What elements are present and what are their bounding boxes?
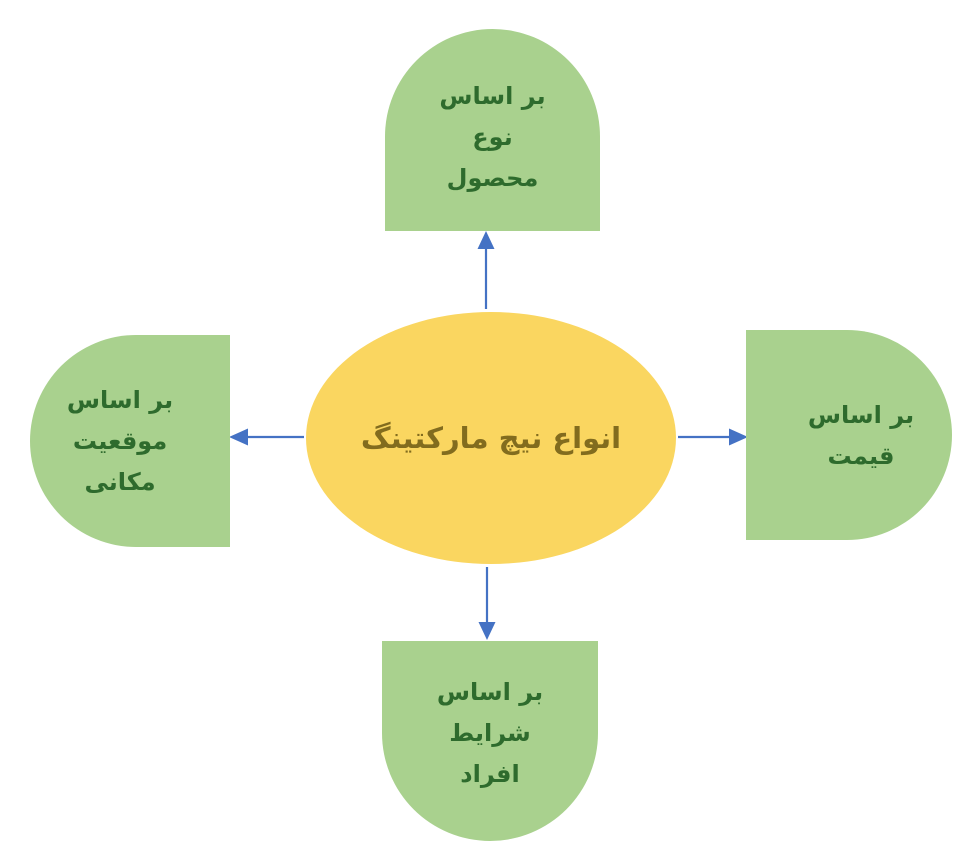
node-line: بر اساس <box>807 400 915 429</box>
node-line: موقعیت <box>72 427 168 455</box>
center-node: انواع نیچ مارکتینگ <box>306 312 676 564</box>
node-people-conditions: بر اساس شرایط افراد <box>382 641 598 841</box>
node-location: بر اساس موقعیت مکانی <box>30 335 230 547</box>
node-line: مکانی <box>84 468 156 496</box>
arrow-up-icon <box>477 231 495 309</box>
arrow-right-icon <box>678 428 748 446</box>
node-product-type-label: بر اساس نوع محصول <box>439 82 545 192</box>
node-product-type: بر اساس نوع محصول <box>385 29 600 231</box>
node-line: بر اساس <box>436 678 544 706</box>
center-node-label: انواع نیچ مارکتینگ <box>360 421 622 455</box>
node-line: افراد <box>460 760 520 788</box>
node-line: بر اساس <box>66 386 174 414</box>
node-price: بر اساس قیمت <box>746 330 952 540</box>
node-line: شرایط <box>449 719 531 747</box>
arrow-down-icon <box>478 567 496 640</box>
arrow-left-icon <box>229 428 304 446</box>
node-people-conditions-label: بر اساس شرایط افراد <box>437 678 543 788</box>
node-line: بر اساس <box>439 82 546 110</box>
node-price-label: بر اساس قیمت <box>808 401 914 470</box>
node-line: قیمت <box>827 441 895 470</box>
node-line: محصول <box>446 164 539 192</box>
node-location-label: بر اساس موقعیت مکانی <box>67 386 173 496</box>
node-line: نوع <box>472 123 513 151</box>
